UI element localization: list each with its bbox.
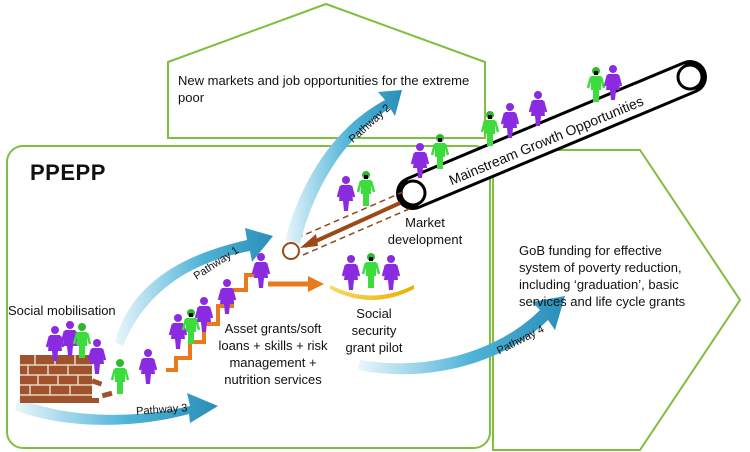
asset-grants-text: Asset grants/soft loans + skills + risk … bbox=[218, 321, 328, 387]
ppepp-box-outline bbox=[6, 145, 491, 449]
gob-chevron-outline bbox=[492, 149, 742, 451]
flag-icon bbox=[189, 71, 598, 317]
market-development-text: Market development bbox=[387, 215, 463, 247]
pathway-2-arrow bbox=[285, 90, 402, 244]
pathway-3-label: Pathway 3 bbox=[136, 402, 188, 418]
markets-text: New markets and job opportunities for th… bbox=[178, 73, 470, 105]
social-mobilisation-text: Social mobilisation bbox=[8, 303, 116, 318]
market-bridge bbox=[282, 191, 410, 260]
pathway-4-arrow bbox=[358, 296, 565, 375]
gob-funding-text: GoB funding for effective system of pove… bbox=[519, 243, 686, 309]
pathway-3-arrow bbox=[15, 393, 218, 425]
ssg-pilot-text: Social security grant pilot bbox=[345, 306, 403, 355]
markets-house-outline bbox=[167, 2, 486, 139]
pathway-1-arrow bbox=[115, 228, 273, 346]
ppepp-title: PPEPP bbox=[30, 160, 106, 185]
orange-staircase bbox=[166, 273, 262, 372]
brick-wall-icon bbox=[20, 355, 113, 403]
ssg-dish bbox=[330, 285, 414, 300]
